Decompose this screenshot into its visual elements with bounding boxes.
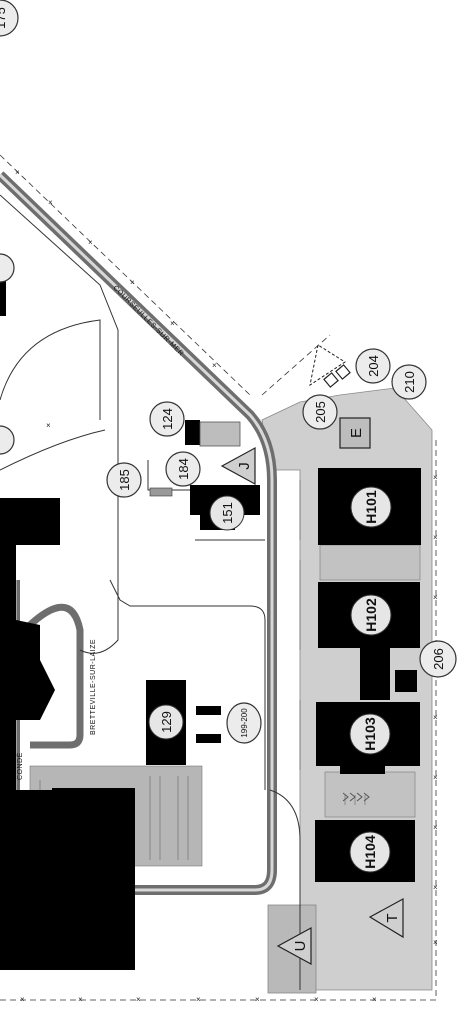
bubble-124: 124 <box>160 408 175 430</box>
zone-e[interactable]: E <box>339 417 371 449</box>
zone-t[interactable]: T <box>368 897 404 939</box>
main-road <box>0 171 277 895</box>
svg-text:×: × <box>15 168 20 177</box>
secondary-paths <box>0 194 301 990</box>
svg-text:×: × <box>212 361 217 370</box>
zone-j-label: J <box>236 462 253 470</box>
bubble-210: 210 <box>402 371 417 393</box>
svg-text:×: × <box>255 995 260 1004</box>
building-h104-label: H104 <box>362 835 378 869</box>
svg-text:×: × <box>433 823 438 832</box>
ne-driveway <box>309 344 346 387</box>
callout-labels: 175 124 184 185 205 204 210 206 199-200 <box>0 7 446 738</box>
svg-text:×: × <box>48 198 53 207</box>
svg-text:×: × <box>196 995 201 1004</box>
fence-lines <box>0 154 437 1001</box>
bubble-199-200: 199-200 <box>240 708 249 738</box>
svg-text:×: × <box>46 421 51 430</box>
svg-text:×: × <box>136 995 141 1004</box>
zone-u[interactable]: U <box>276 926 312 966</box>
svg-text:×: × <box>20 995 25 1004</box>
svg-text:×: × <box>433 713 438 722</box>
street-conde: CONDÉ <box>15 752 24 780</box>
svg-text:×: × <box>78 995 83 1004</box>
building-h102-label: H102 <box>363 598 379 632</box>
bubble-184: 184 <box>176 458 191 480</box>
building-h102[interactable]: H102 <box>318 582 420 700</box>
svg-text:×: × <box>170 319 175 328</box>
svg-text:×: × <box>433 473 438 482</box>
svg-text:×: × <box>433 773 438 782</box>
zone-u-label: U <box>292 941 309 952</box>
svg-text:×: × <box>433 883 438 892</box>
ne-small-blocks <box>323 364 351 388</box>
building-h104[interactable]: H104 <box>315 820 415 882</box>
building-h103-label: H103 <box>362 717 378 751</box>
bubble-185: 185 <box>117 469 132 491</box>
building-h101[interactable]: H101 <box>318 468 421 545</box>
building-h101-label: H101 <box>363 490 379 524</box>
street-bretteville: BRETTEVILLE-SUR-LAIZE <box>90 639 97 735</box>
building-129-label: 129 <box>159 711 174 733</box>
fence-x-marks: × × × × × × × × × × × × × × × × × × × × … <box>15 168 438 1004</box>
building-151[interactable]: 151 <box>149 420 260 531</box>
zone-e-label: E <box>348 428 365 438</box>
building-151-label: 151 <box>220 502 235 524</box>
svg-text:×: × <box>433 593 438 602</box>
svg-text:×: × <box>372 995 377 1004</box>
zone-j[interactable]: J <box>220 446 256 486</box>
chevron-marks <box>342 792 370 802</box>
svg-text:×: × <box>433 533 438 542</box>
bubble-205: 205 <box>313 401 328 423</box>
bubble-206: 206 <box>431 648 446 670</box>
zone-t-label: T <box>384 913 401 922</box>
svg-text:×: × <box>314 995 319 1004</box>
building-129[interactable]: 129 <box>146 680 221 765</box>
svg-text:×: × <box>88 238 93 247</box>
svg-text:×: × <box>433 938 438 947</box>
bubble-204: 204 <box>366 355 381 377</box>
building-h103[interactable]: H103 <box>316 702 420 774</box>
bubble-175: 175 <box>0 7 8 29</box>
left-building-mass <box>0 268 135 970</box>
svg-text:×: × <box>130 278 135 287</box>
callout-bubbles <box>0 0 457 744</box>
